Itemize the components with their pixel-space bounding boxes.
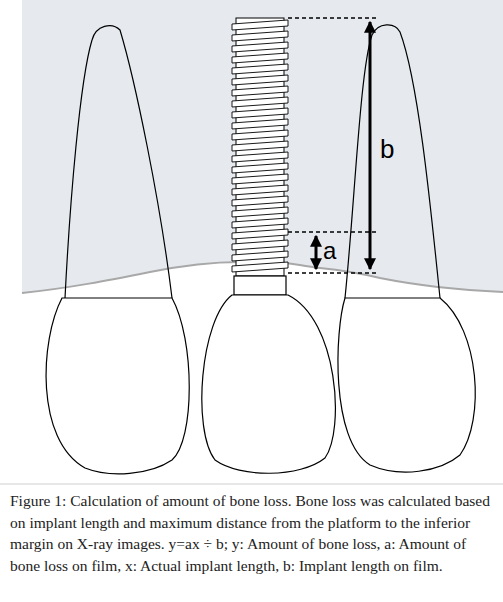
implant-thread xyxy=(232,130,288,140)
bone-region xyxy=(22,0,503,293)
dimension-label: b xyxy=(380,136,394,162)
dimension-arrow xyxy=(369,22,372,269)
implant-thread xyxy=(232,185,288,195)
tooth-root xyxy=(65,26,172,298)
implant-thread xyxy=(232,75,288,85)
tooth-crown xyxy=(46,298,189,474)
implant-thread xyxy=(232,196,288,206)
implant-thread xyxy=(232,163,288,173)
implant-thread xyxy=(232,20,288,30)
implant-thread xyxy=(232,262,288,272)
implant-thread xyxy=(232,207,288,217)
dimension-guides xyxy=(288,18,378,273)
abutment xyxy=(234,276,286,295)
implant-thread xyxy=(232,141,288,151)
implant xyxy=(232,18,288,276)
implant-thread xyxy=(232,218,288,228)
implant-thread xyxy=(232,53,288,63)
dimension-label: a xyxy=(323,239,336,263)
implant-thread xyxy=(232,229,288,239)
implant-thread xyxy=(232,31,288,41)
implant-thread xyxy=(232,251,288,261)
implant-thread xyxy=(232,42,288,52)
implant-thread xyxy=(232,97,288,107)
implant-thread xyxy=(232,108,288,118)
dimension-arrow xyxy=(315,236,318,269)
tooth-root xyxy=(345,25,440,298)
implant-thread xyxy=(232,152,288,162)
implant-thread xyxy=(232,119,288,129)
implant-thread xyxy=(232,86,288,96)
tooth-crown xyxy=(338,298,475,472)
implant-thread xyxy=(232,64,288,74)
figure-caption: Figure 1: Calculation of amount of bone … xyxy=(10,490,494,576)
implant-thread xyxy=(232,240,288,250)
figure-rule xyxy=(0,484,503,485)
implant-crown xyxy=(202,295,336,473)
implant-thread xyxy=(232,174,288,184)
